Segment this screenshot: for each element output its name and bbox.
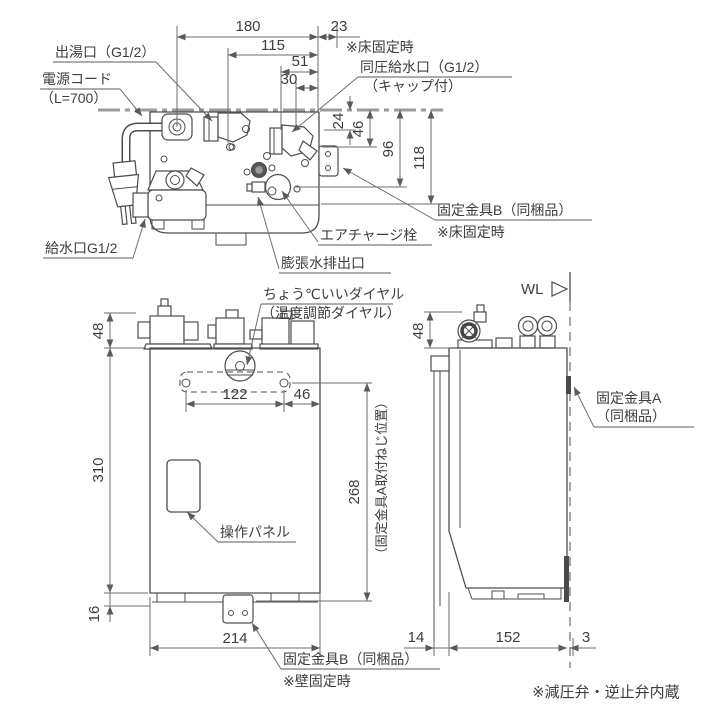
dial-label: ちょう℃いいダイヤル [263, 286, 404, 302]
wall-line-marker [551, 281, 569, 297]
dim-310-label: 310 [90, 457, 107, 482]
side-dimensions: 48 14 152 3 [404, 312, 596, 652]
bracket-a-label: 固定金具A [596, 390, 662, 406]
top-view-drawing: 180 115 51 30 23 ※床固定時 24 46 96 118 出湯 [40, 18, 592, 274]
wall-line-side: WL [521, 272, 571, 668]
dim-115-label: 115 [261, 37, 285, 54]
bracket-b-top [318, 145, 339, 177]
bracket-a-side [566, 376, 571, 394]
bracket-b-front-label: 固定金具B（同梱品） [283, 651, 418, 667]
control-panel [166, 459, 201, 513]
cord-outlet-side [430, 355, 450, 372]
front-dimensions: 48 310 16 214 122 46 268 （固定金具A取付ねじ位置） [86, 313, 389, 652]
power-cord-label: 電源コード [42, 71, 112, 87]
expansion-water-outlet-label: 膨張水排出口 [281, 255, 365, 271]
wall-line-label: WL [521, 281, 544, 298]
bracket-a-sub-label: （同梱品） [596, 408, 666, 424]
bracket-a-screw-position [179, 371, 291, 393]
equal-pressure-inlet-label: 同圧給水口（G1/2） [360, 59, 488, 75]
temperature-dial [224, 350, 256, 382]
power-cord-length-label: （L=700） [40, 90, 107, 106]
valve-handle-wheel [460, 322, 478, 340]
front-callouts: ちょう℃いいダイヤル （温度調節ダイヤル） 操作パネル 固定金具B（同梱品） ※… [186, 286, 440, 689]
floor-fixing-note-top: ※床固定時 [346, 39, 414, 55]
dim-46-label: 46 [350, 121, 367, 138]
front-view-drawing: 48 310 16 214 122 46 268 （固定金具A取付ねじ位置） ち… [86, 286, 440, 689]
hot-water-outlet-valve [203, 112, 251, 151]
dim-268-label: 268 [346, 479, 363, 504]
dim-122-label: 122 [222, 386, 247, 403]
side-view-drawing: WL [404, 272, 694, 701]
air-charge-plug-label: エアチャージ栓 [320, 227, 417, 243]
top-horizontal-dimensions: 180 115 51 30 23 ※床固定時 [177, 18, 414, 92]
dim-30-label: 30 [281, 71, 298, 88]
equal-pressure-inlet-cap-label: （キャップ付） [364, 78, 462, 94]
bracket-b-front-note: ※壁固定時 [283, 673, 351, 689]
dim-3-label: 3 [582, 629, 590, 646]
bracket-b-top-label: 固定金具B（同梱品） [437, 202, 572, 218]
side-top-fittings [457, 304, 558, 349]
builtin-valves-footnote: ※減圧弁・逆止弁内蔵 [532, 684, 680, 701]
dim-118-label: 118 [411, 146, 428, 170]
dial-sub-label: （温度調節ダイヤル） [261, 305, 401, 321]
dim-48-side-label: 48 [410, 323, 427, 340]
dim-152-label: 152 [495, 629, 520, 646]
top-callouts: 出湯口（G1/2） 電源コード （L=700） 給水口G1/2 同圧給水口（G1… [40, 44, 592, 274]
unit-body-side [430, 347, 571, 642]
dim-46-front-label: 46 [294, 386, 311, 403]
control-panel-label: 操作パネル [220, 524, 290, 540]
unit-body-front [149, 347, 321, 624]
air-charge-plug [243, 162, 276, 178]
bracket-b-front [222, 594, 254, 624]
bracket-b-top-note: ※床固定時 [437, 224, 505, 240]
water-inlet-label: 給水口G1/2 [45, 240, 118, 256]
water-inlet-valve [132, 167, 207, 230]
dim-14-label: 14 [408, 629, 425, 646]
equal-pressure-inlet-valve [263, 124, 318, 167]
dim-24-label: 24 [330, 113, 347, 130]
dim-96-label: 96 [380, 141, 397, 158]
dim-214-label: 214 [222, 630, 247, 647]
dim-23-label: 23 [331, 18, 348, 35]
hot-water-outlet-label: 出湯口（G1/2） [55, 44, 155, 60]
power-plug [107, 160, 140, 226]
expansion-water-outlet [246, 173, 301, 201]
dim-51-label: 51 [292, 53, 309, 70]
side-callouts: 固定金具A （同梱品） [573, 386, 694, 428]
plug-prong [120, 205, 128, 226]
dim-48-front-label: 48 [90, 323, 107, 340]
dim-180-label: 180 [235, 18, 260, 35]
front-top-fittings [137, 298, 319, 350]
top-vertical-dimensions: 24 46 96 118 [330, 96, 435, 204]
dim-16-label: 16 [86, 606, 103, 623]
rear-foot [564, 556, 569, 602]
bracket-a-screw-position-label: （固定金具A取付ねじ位置） [374, 396, 389, 561]
